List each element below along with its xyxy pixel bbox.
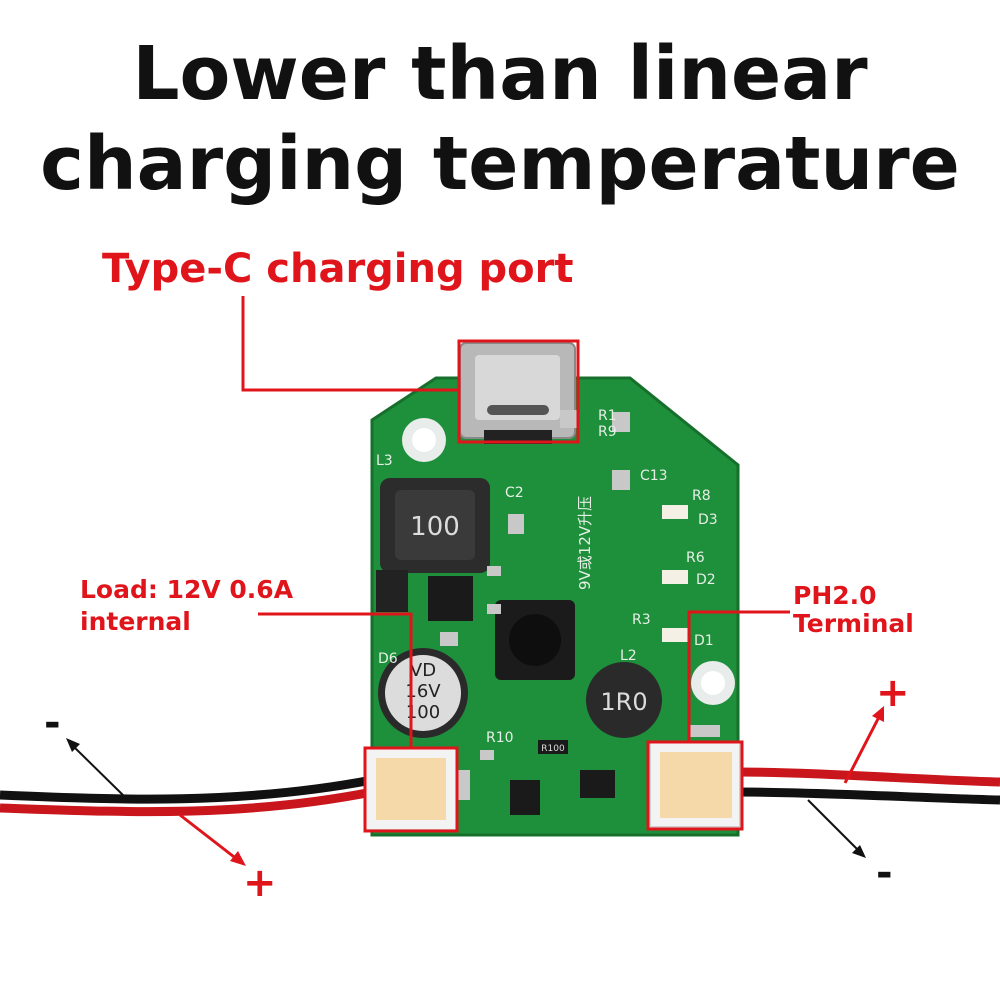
ph2-connector-right [649,741,741,828]
silk-voltage-label: 9V或12V升压 [576,496,594,590]
inductor-l3-marking: 100 [410,512,460,542]
ic-chip [428,576,473,621]
capacitor-marking-2: 16V [405,681,441,702]
load-label-line-2: internal [80,607,191,636]
silk-l3: L3 [376,453,393,469]
silk-d1: D1 [694,633,714,649]
diode-ss34 [376,570,408,612]
silk-r8: R8 [692,488,711,504]
left-plus-arrowhead [230,851,246,866]
tact-switch [495,600,575,680]
silk-c13: C13 [640,468,668,484]
ph-terminal-label: PH2.0 Terminal [793,582,914,638]
right-minus-arrowhead [852,845,866,858]
left-wires [0,775,373,817]
silk-r10: R10 [486,730,514,746]
usb-c-port [459,342,576,444]
right-wires [737,767,1000,805]
load-leader-line [258,612,413,748]
right-minus-symbol: - [876,850,893,896]
load-label-line-1: Load: 12V 0.6A [80,575,294,604]
typec-leader-line [241,296,459,392]
right-minus-arrow [807,799,861,853]
left-minus-arrowhead [66,738,80,752]
mounting-hole-top [402,418,446,462]
left-plus-arrow [179,813,239,862]
inductor-l2-marking: 1R0 [600,688,647,716]
headline-line-1: Lower than linear [132,31,868,117]
silk-r6: R6 [686,550,705,566]
capacitor-marking-1: 100 [406,702,440,723]
silkscreen-labels: L3 L2 C2 C13 R8 D3 R6 D2 R3 D1 R1 R9 R10… [376,408,718,746]
silk-d3: D3 [698,512,718,528]
silk-c2: C2 [505,485,524,501]
ph2-connector-left [364,747,458,831]
capacitor-marking-3: VD [410,660,436,681]
mounting-hole-right [691,661,735,705]
led-d1 [662,628,688,642]
smd-components [440,410,720,800]
left-plus-symbol: + [243,860,277,906]
ph-label-line-2: Terminal [793,609,914,638]
silk-d2: D2 [696,572,716,588]
right-plus-arrowhead [872,706,884,722]
led-d2 [662,570,688,584]
mosfet [510,780,540,815]
resistor-r100-marking: R100 [541,744,565,754]
led-d3 [662,505,688,519]
inductor-l3: 100 [380,478,490,573]
left-minus-symbol: - [44,700,61,746]
silk-d6: D6 [378,651,398,667]
silk-l2: L2 [620,648,637,664]
inductor-l2: 1R0 [586,662,662,738]
transistor [580,770,615,798]
left-minus-arrow [71,744,126,798]
ph-leader-line [687,610,790,742]
right-plus-symbol: + [876,670,910,716]
electrolytic-capacitor: VD 16V 100 [378,648,468,738]
silk-r1: R1 [598,408,617,424]
ph-highlight-box [646,740,744,831]
headline-line-2: charging temperature [40,121,960,207]
resistor-r100 [538,740,568,754]
silk-r9: R9 [598,424,617,440]
typec-port-label: Type-C charging port [102,246,574,292]
load-label: Load: 12V 0.6A internal [80,574,293,638]
right-plus-arrow [843,714,882,784]
ph-label-line-1: PH2.0 [793,581,877,610]
silk-r3: R3 [632,612,651,628]
